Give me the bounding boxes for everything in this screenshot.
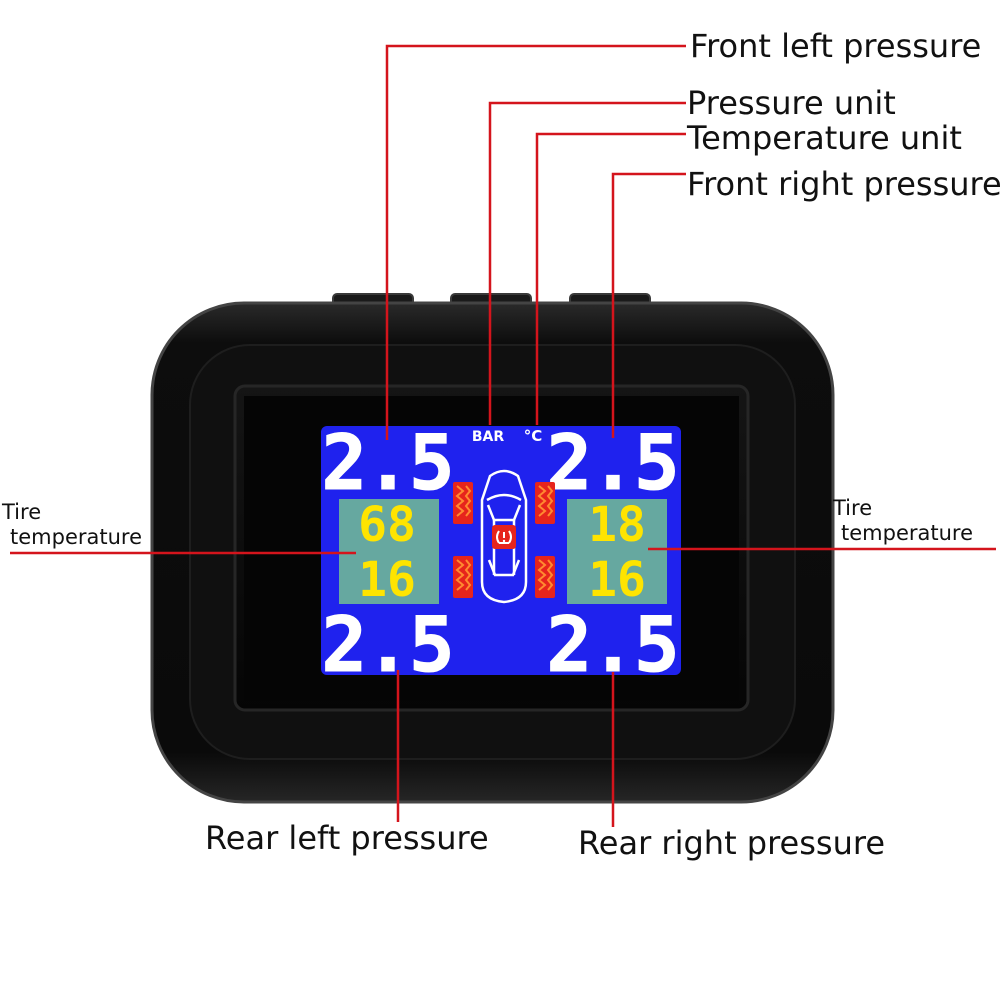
- rear-right-pressure-label: Rear right pressure: [578, 824, 885, 862]
- tire-temperature-right-label: Tire temperature: [833, 496, 973, 546]
- temperature-unit-leader: [535, 132, 686, 425]
- front-left-pressure-label: Front left pressure: [690, 27, 982, 65]
- rear-right-pressure-value: 2.5: [546, 600, 677, 689]
- rear-left-pressure-value: 2.5: [321, 600, 452, 689]
- front-right-pressure-label: Front right pressure: [687, 165, 1000, 203]
- pressure-unit-label: Pressure unit: [687, 84, 896, 122]
- pressure-unit-leader: [488, 101, 686, 425]
- lcd-screen: [321, 426, 681, 675]
- tire-temperature-right-line-1: Tire: [833, 496, 873, 520]
- tire-icon: [453, 482, 473, 524]
- temperature-panel-left: [339, 499, 439, 604]
- temperature-unit-text: °C: [524, 427, 543, 445]
- front-left-pressure-leader: [385, 44, 686, 440]
- tire-temperature-left-line-2: temperature: [10, 525, 142, 550]
- front-right-temperature-value: 18: [588, 497, 646, 553]
- temperature-unit-label: Temperature unit: [687, 119, 962, 157]
- pressure-unit-text: BAR: [472, 429, 505, 445]
- tire-temperature-left-label: Tire temperature: [2, 500, 142, 550]
- tire-icon: [535, 482, 555, 524]
- tire-icon: [453, 556, 473, 598]
- callout-lines: [10, 44, 996, 827]
- tire-temperature-right-line-2: temperature: [841, 521, 973, 546]
- rear-left-temperature-value: 16: [358, 552, 416, 608]
- tire-icon: [535, 556, 555, 598]
- temperature-panel-right: [567, 499, 667, 604]
- rear-right-temperature-value: 16: [588, 552, 646, 608]
- tpms-device: 2.5 2.5 2.5 2.5 68 16 18 16 BAR °C: [150, 301, 835, 804]
- tire-icons: [453, 482, 555, 598]
- tpms-warning-icon: [492, 525, 516, 549]
- tire-temperature-left-line-1: Tire: [2, 500, 42, 524]
- front-left-temperature-value: 68: [358, 497, 416, 553]
- front-right-pressure-leader: [611, 172, 686, 438]
- rear-left-pressure-label: Rear left pressure: [205, 819, 489, 857]
